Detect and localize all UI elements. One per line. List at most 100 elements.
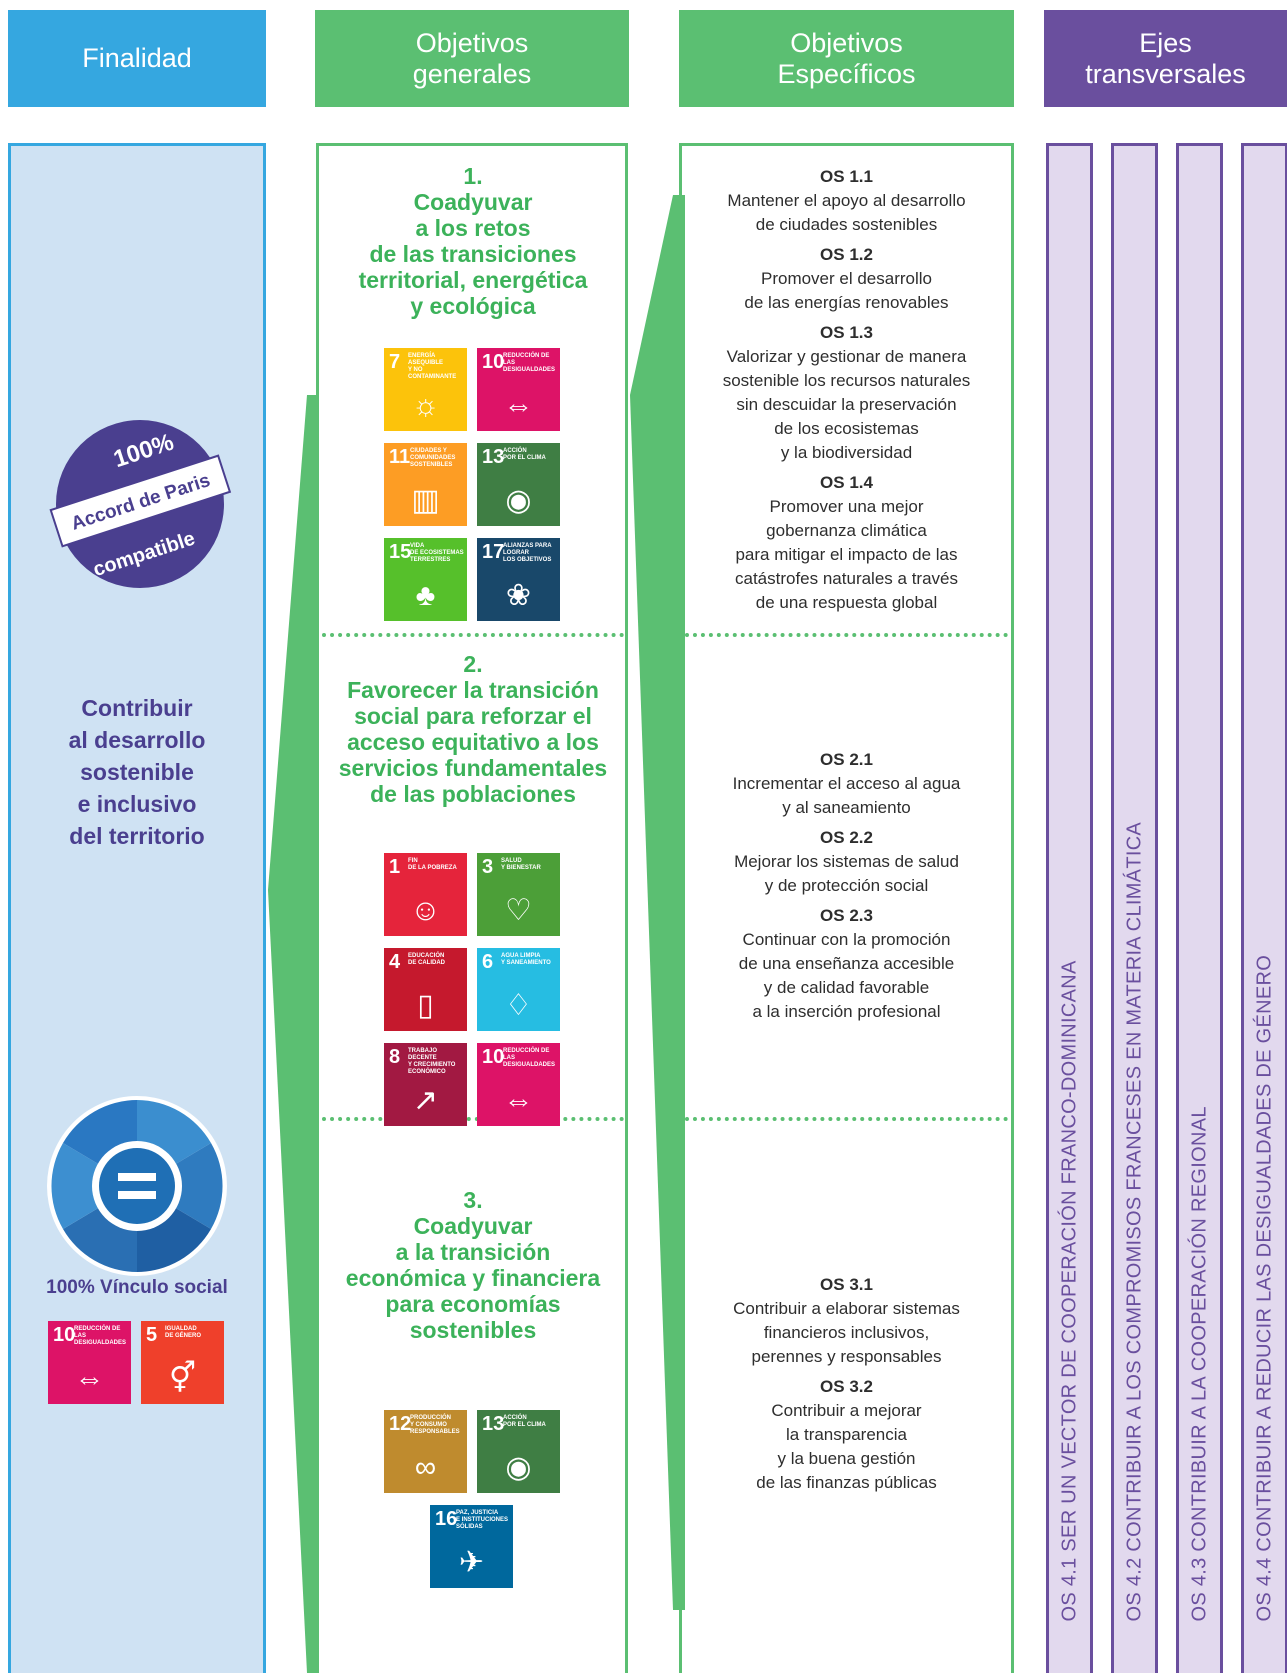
sdg-number: 10 (482, 351, 505, 373)
arrow-objetivos-to-especificos (630, 195, 685, 1610)
gender-symbol-icon: ⚥ (168, 1362, 197, 1395)
sdg-tile-7: 7 ENERGÍA ASEQUIBLE Y NO CONTAMINANTE ☼ (384, 348, 467, 431)
eje-transversal-4-label: OS 4.4 CONTRIBUIR A REDUCIR LAS DESIGUAL… (1253, 954, 1275, 1622)
sdg-number: 10 (482, 1046, 505, 1068)
sdg-number: 10 (53, 1324, 76, 1346)
objetivo-general-3-number: 3. (463, 1187, 483, 1213)
sdg-number: 12 (389, 1413, 412, 1435)
arrow-finalidad-to-objetivos (268, 395, 319, 1673)
separator-og-1 (322, 633, 624, 637)
separator-og-2 (322, 1117, 624, 1121)
header-finalidad: Finalidad (8, 10, 266, 107)
sdg-label: ACCIÓN POR EL CLIMA (503, 448, 546, 461)
os-text: Promover una mejor gobernanza climática … (734, 497, 958, 612)
sdg-label: PRODUCCIÓN Y CONSUMO RESPONSABLES (410, 1415, 460, 1435)
sdg-number: 13 (482, 446, 505, 468)
sdg-label: AGUA LIMPIA Y SANEAMIENTO (501, 953, 551, 966)
equality-arrows-icon: ⇔ (74, 1362, 105, 1395)
os-code: OS 1.2 (820, 245, 873, 264)
sdg-number: 13 (482, 1413, 505, 1435)
sdg-label: TRABAJO DECENTE Y CRECIMIENTO ECONÓMICO (408, 1048, 456, 1075)
os-text: Valorizar y gestionar de manera sostenib… (722, 347, 971, 462)
sdg-label: PAZ, JUSTICIA E INSTITUCIONES SÓLIDAS (456, 1510, 509, 1530)
os-text: Mejorar los sistemas de salud y de prote… (734, 852, 959, 895)
os-code: OS 2.1 (820, 750, 873, 769)
os-code: OS 3.1 (820, 1275, 873, 1294)
objetivos-generales-column (316, 143, 628, 1673)
vinculo-social-label: 100% Vínculo social (46, 1277, 228, 1298)
eye-earth-icon: ◉ (505, 484, 532, 517)
sun-icon: ☼ (411, 389, 440, 422)
separator-oe-1 (685, 633, 1008, 637)
accord-de-paris-badge: 100% Accord de Paris compatible (49, 420, 232, 588)
finalidad-text: Contribuir al desarrollo sostenible e in… (68, 695, 206, 849)
os-group-1: OS 1.1 Mantener el apoyo al desarrollo d… (682, 165, 1011, 621)
sdg-label: FIN DE LA POBREZA (408, 858, 457, 871)
sdg-number: 17 (482, 541, 505, 563)
sdg-label: IGUALDAD DE GÉNERO (165, 1326, 202, 1339)
sdg-label: ALIANZAS PARA LOGRAR LOS OBJETIVOS (503, 543, 552, 563)
sdg-number: 4 (389, 951, 401, 973)
sdg-number: 16 (435, 1508, 458, 1530)
os-text: Contribuir a elaborar sistemas financier… (733, 1299, 960, 1366)
separator-oe-2 (685, 1117, 1008, 1121)
sdg-label: REDUCCIÓN DE LAS DESIGUALDADES (503, 353, 556, 373)
sdg-label: ACCIÓN POR EL CLIMA (503, 1415, 546, 1428)
infinity-icon: ∞ (414, 1451, 437, 1484)
eje-transversal-1-label: OS 4.1 SER UN VECTOR DE COOPERACIÓN FRAN… (1058, 960, 1080, 1622)
os-code: OS 3.2 (820, 1377, 873, 1396)
flower-rings-icon: ❀ (505, 579, 532, 612)
sdg-number: 6 (482, 951, 494, 973)
os-code: OS 2.3 (820, 906, 873, 925)
header-objetivos-generales: Objetivos generales (315, 10, 629, 107)
objetivo-general-1-number: 1. (463, 163, 483, 189)
growth-chart-icon: ↗ (412, 1084, 439, 1117)
objetivo-general-1-title: Coadyuvar a los retos de las transicione… (358, 189, 588, 319)
sdg-number: 3 (482, 856, 494, 878)
os-text: Mantener el apoyo al desarrollo de ciuda… (727, 191, 966, 234)
sdg-number: 11 (389, 446, 411, 468)
sdg-number: 5 (146, 1324, 158, 1346)
finalidad-column (8, 143, 266, 1673)
eje-transversal-2: OS 4.2 CONTRIBUIR A LOS COMPROMISOS FRAN… (1111, 143, 1158, 1673)
heartbeat-icon: ♡ (505, 894, 532, 927)
equality-arrows-icon: ⇔ (503, 389, 534, 422)
sdg-number: 7 (389, 351, 401, 373)
header-ejes-transversales: Ejes transversales (1044, 10, 1287, 107)
sdg-tile-3: 3 SALUD Y BIENESTAR ♡ (477, 853, 560, 936)
sdg-label: ENERGÍA ASEQUIBLE Y NO CONTAMINANTE (408, 353, 457, 380)
os-group-2: OS 2.1 Incrementar el acceso al agua y a… (682, 748, 1011, 1030)
os-code: OS 1.1 (820, 167, 873, 186)
sdg-tile-5: 5 IGUALDAD DE GÉNERO ⚥ (141, 1321, 224, 1404)
sdg-label: VIDA DE ECOSISTEMAS TERRESTRES (410, 543, 464, 563)
sdg-label: SALUD Y BIENESTAR (501, 858, 541, 871)
os-text: Contribuir a mejorar la transparencia y … (756, 1401, 937, 1492)
objetivos-especificos-column (679, 143, 1014, 1673)
os-code: OS 2.2 (820, 828, 873, 847)
eje-transversal-3: OS 4.3 CONTRIBUIR A LA COOPERACIÓN REGIO… (1176, 143, 1223, 1673)
eje-transversal-2-label: OS 4.2 CONTRIBUIR A LOS COMPROMISOS FRAN… (1123, 821, 1145, 1622)
objetivo-general-2-title: Favorecer la transición social para refo… (338, 677, 608, 807)
sdg-label: REDUCCIÓN DE LAS DESIGUALDADES (503, 1048, 556, 1068)
sdg-number: 15 (389, 541, 412, 563)
city-icon: ▥ (411, 484, 440, 517)
os-text: Continuar con la promoción de una enseña… (738, 930, 955, 1021)
sdg-number: 8 (389, 1046, 401, 1068)
sdg-label: EDUCACIÓN DE CALIDAD (408, 953, 445, 966)
sdg-number: 1 (389, 856, 401, 878)
os-code: OS 1.3 (820, 323, 873, 342)
header-objetivos-generales-label: Objetivos generales (412, 27, 532, 89)
os-text: Promover el desarrollo de las energías r… (744, 269, 949, 312)
water-drop-icon: ♢ (505, 989, 532, 1022)
